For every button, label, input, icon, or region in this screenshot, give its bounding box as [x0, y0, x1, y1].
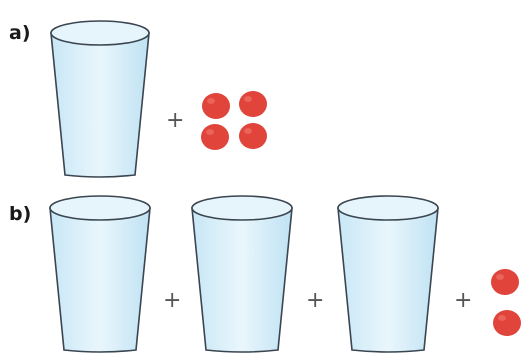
plus-sign: +	[166, 108, 185, 133]
row-a-label: a)	[9, 22, 31, 44]
cup-icon	[49, 195, 151, 353]
dot-icon	[492, 309, 522, 337]
cup-icon	[191, 195, 293, 353]
dot-icon	[490, 268, 520, 296]
row-b-label: b)	[9, 203, 32, 225]
dot-icon	[200, 123, 230, 151]
plus-sign: +	[454, 288, 473, 313]
dot-icon	[238, 90, 268, 118]
plus-sign: +	[163, 288, 182, 313]
dot-icon	[238, 122, 268, 150]
cup-icon	[50, 20, 150, 178]
dot-icon	[201, 92, 231, 120]
cup-icon	[337, 195, 439, 353]
plus-sign: +	[306, 288, 325, 313]
